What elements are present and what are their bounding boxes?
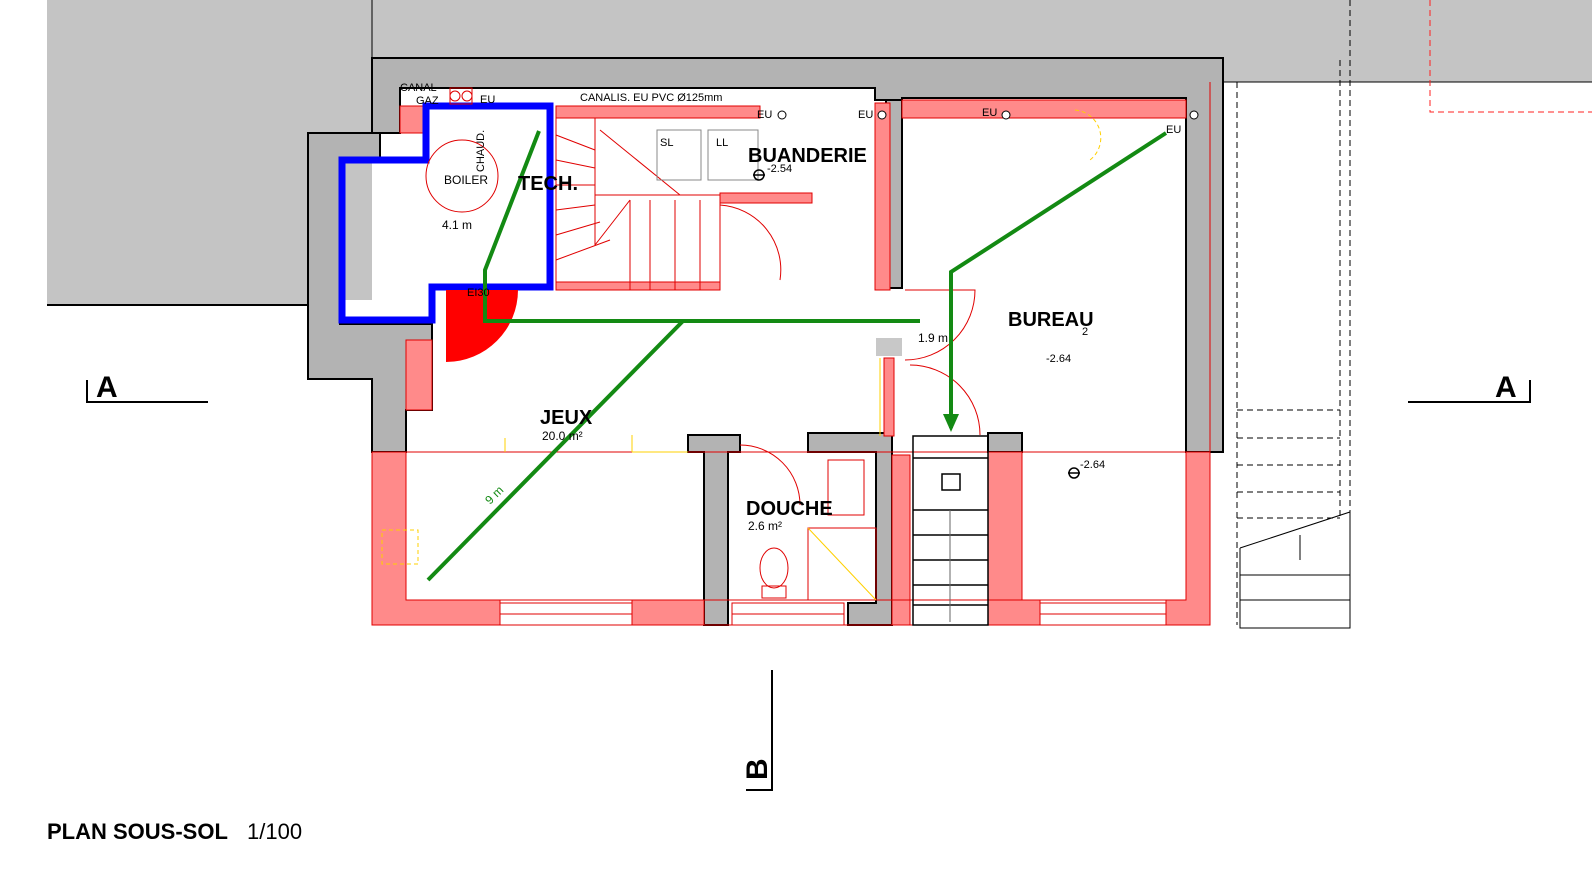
ll-label: LL [716, 137, 728, 149]
boiler-label: BOILER [444, 173, 488, 187]
doors [739, 289, 981, 506]
room-label-bureau-subscript: 2 [1082, 326, 1088, 338]
drawing-scale: 1/100 [247, 819, 302, 844]
boiler-symbol [425, 87, 499, 213]
level-bureau-lower: -2.64 [1080, 459, 1105, 471]
tech-room-outline [338, 102, 554, 324]
canal-label: CANAL [400, 82, 437, 94]
section-marker-b [746, 670, 773, 791]
sl-label: SL [660, 137, 673, 149]
distance-corridor: 1.9 m [918, 331, 948, 345]
drain-points [777, 110, 1199, 120]
section-marker-a-left [86, 380, 208, 403]
staircase-main [555, 118, 782, 290]
lighting-marks [381, 109, 1102, 565]
eu-label-5: EU [1166, 124, 1181, 136]
floor-drains [753, 169, 1080, 479]
exterior-stair [1239, 511, 1351, 629]
drawing-title: PLAN SOUS-SOL [47, 819, 228, 844]
level-buanderie: -2.54 [767, 163, 792, 175]
gaz-label: GAZ [416, 95, 439, 107]
section-label-a-left: A [96, 371, 118, 404]
eu-label-1: EU [480, 94, 495, 106]
canalisation-label: CANALIS. EU PVC Ø125mm [580, 92, 722, 104]
eu-label-3: EU [858, 109, 873, 121]
bathroom-fixtures [759, 459, 877, 601]
room-label-bureau: BUREAU [1008, 309, 1094, 331]
section-label-a-right: A [1495, 371, 1517, 404]
existing-walls [307, 57, 1224, 626]
windows [499, 602, 1167, 626]
level-bureau: -2.64 [1046, 353, 1071, 365]
escape-routes [426, 130, 1168, 582]
section-marker-a-right [1408, 380, 1531, 403]
room-label-tech: TECH. [518, 173, 578, 195]
fire-door-ei30 [446, 290, 518, 362]
red-dashed-outline [1429, 0, 1592, 113]
distance-tech: 4.1 m [442, 218, 472, 232]
dashed-outline [1236, 0, 1351, 625]
room-label-douche: DOUCHE [746, 498, 833, 520]
exit-staircase [912, 435, 989, 626]
eu-label-4: EU [982, 107, 997, 119]
room-label-jeux: JEUX [540, 407, 593, 429]
chaud-label: CHAUD. [475, 130, 487, 172]
escape-arrow [943, 414, 959, 432]
neighbor-building [47, 0, 1592, 306]
room-area-douche: 2.6 m² [748, 519, 782, 533]
room-area-jeux: 20.0 m² [542, 429, 583, 443]
laundry-equipment [656, 129, 759, 181]
eu-label-2: EU [757, 109, 772, 121]
section-label-b: B [741, 758, 774, 780]
room-label-buanderie: BUANDERIE [748, 145, 867, 167]
ei30-label: EI30 [467, 287, 490, 299]
